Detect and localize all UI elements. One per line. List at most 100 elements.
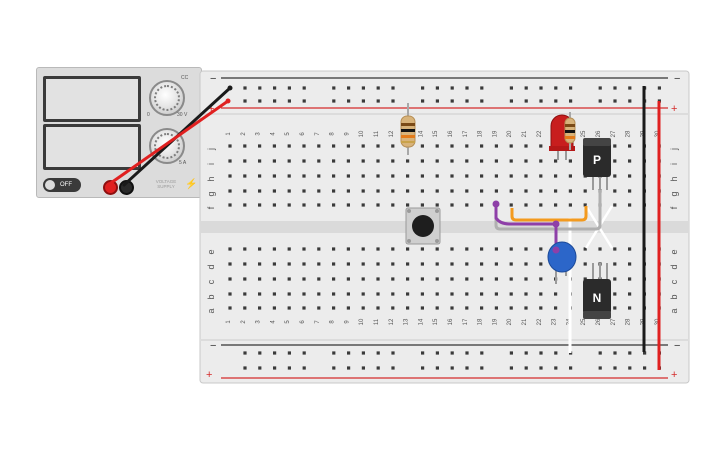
breadboard-hole[interactable] [509,86,513,90]
breadboard-hole[interactable] [613,366,617,370]
power-switch[interactable]: OFF [43,178,81,192]
breadboard-hole[interactable] [435,144,439,148]
breadboard-hole[interactable] [554,86,558,90]
breadboard-hole[interactable] [509,203,513,207]
breadboard-hole[interactable] [524,159,528,163]
breadboard-hole[interactable] [287,189,291,193]
breadboard-hole[interactable] [406,262,410,266]
breadboard-hole[interactable] [243,277,247,281]
breadboard-hole[interactable] [391,144,395,148]
breadboard-hole[interactable] [435,99,439,103]
breadboard-hole[interactable] [376,366,380,370]
breadboard-hole[interactable] [480,189,484,193]
gray-wire[interactable] [494,190,602,231]
breadboard-hole[interactable] [346,174,350,178]
breadboard-hole[interactable] [509,366,513,370]
breadboard-hole[interactable] [465,366,469,370]
breadboard-hole[interactable] [406,247,410,251]
breadboard-hole[interactable] [346,159,350,163]
breadboard-hole[interactable] [272,159,276,163]
breadboard-hole[interactable] [494,144,498,148]
breadboard-hole[interactable] [273,366,277,370]
breadboard-hole[interactable] [346,262,350,266]
breadboard-hole[interactable] [332,159,336,163]
breadboard-hole[interactable] [524,99,528,103]
breadboard-hole[interactable] [302,189,306,193]
breadboard-hole[interactable] [361,262,365,266]
breadboard-hole[interactable] [613,262,617,266]
breadboard-hole[interactable] [346,189,350,193]
breadboard-hole[interactable] [480,351,484,355]
breadboard-hole[interactable] [361,247,365,251]
breadboard-hole[interactable] [347,86,351,90]
breadboard-hole[interactable] [287,277,291,281]
breadboard-hole[interactable] [554,292,558,296]
breadboard-hole[interactable] [628,292,632,296]
breadboard-hole[interactable] [524,366,528,370]
breadboard-hole[interactable] [554,99,558,103]
breadboard-hole[interactable] [465,86,469,90]
breadboard-hole[interactable] [332,174,336,178]
pnp-transistor[interactable]: P [583,138,611,192]
breadboard-hole[interactable] [435,366,439,370]
breadboard-hole[interactable] [435,203,439,207]
breadboard-hole[interactable] [258,144,262,148]
breadboard-hole[interactable] [302,99,306,103]
breadboard-hole[interactable] [450,86,454,90]
breadboard-hole[interactable] [450,277,454,281]
breadboard-hole[interactable] [376,292,380,296]
breadboard-hole[interactable] [613,306,617,310]
breadboard-hole[interactable] [347,99,351,103]
breadboard-hole[interactable] [317,174,321,178]
breadboard-hole[interactable] [272,174,276,178]
breadboard-hole[interactable] [287,99,291,103]
breadboard-hole[interactable] [628,306,632,310]
breadboard-hole[interactable] [391,262,395,266]
voltage-knob[interactable] [149,80,185,116]
breadboard-hole[interactable] [598,99,602,103]
breadboard-hole[interactable] [539,366,543,370]
breadboard-hole[interactable] [539,351,543,355]
breadboard-hole[interactable] [539,144,543,148]
breadboard-hole[interactable] [628,351,632,355]
power-supply[interactable]: CC 0 30 V 5 A OFF VOLTAGE SUPPLY ⚡ [36,67,202,198]
breadboard-hole[interactable] [539,174,543,178]
breadboard-hole[interactable] [524,86,528,90]
breadboard-hole[interactable] [287,262,291,266]
breadboard-hole[interactable] [376,189,380,193]
breadboard-hole[interactable] [361,351,365,355]
breadboard-hole[interactable] [287,247,291,251]
breadboard-hole[interactable] [524,306,528,310]
breadboard-hole[interactable] [420,203,424,207]
breadboard-hole[interactable] [273,351,277,355]
breadboard-hole[interactable] [465,351,469,355]
breadboard-hole[interactable] [258,366,262,370]
breadboard-hole[interactable] [509,292,513,296]
breadboard-hole[interactable] [273,99,277,103]
breadboard-hole[interactable] [272,144,276,148]
breadboard-hole[interactable] [569,86,573,90]
breadboard-hole[interactable] [361,189,365,193]
breadboard-hole[interactable] [243,292,247,296]
breadboard-hole[interactable] [583,277,587,281]
breadboard-hole[interactable] [613,159,617,163]
breadboard-hole[interactable] [465,99,469,103]
breadboard-hole[interactable] [613,144,617,148]
breadboard-hole[interactable] [317,277,321,281]
breadboard-hole[interactable] [628,262,632,266]
breadboard-hole[interactable] [421,86,425,90]
breadboard-hole[interactable] [243,366,247,370]
breadboard-hole[interactable] [480,86,484,90]
breadboard-hole[interactable] [568,174,572,178]
breadboard-hole[interactable] [568,203,572,207]
breadboard-hole[interactable] [539,203,543,207]
breadboard-hole[interactable] [243,189,247,193]
breadboard-hole[interactable] [450,99,454,103]
breadboard-hole[interactable] [332,189,336,193]
breadboard-hole[interactable] [509,174,513,178]
breadboard-hole[interactable] [465,262,469,266]
purple-wire[interactable] [494,204,558,250]
breadboard-hole[interactable] [554,174,558,178]
breadboard-hole[interactable] [583,189,587,193]
